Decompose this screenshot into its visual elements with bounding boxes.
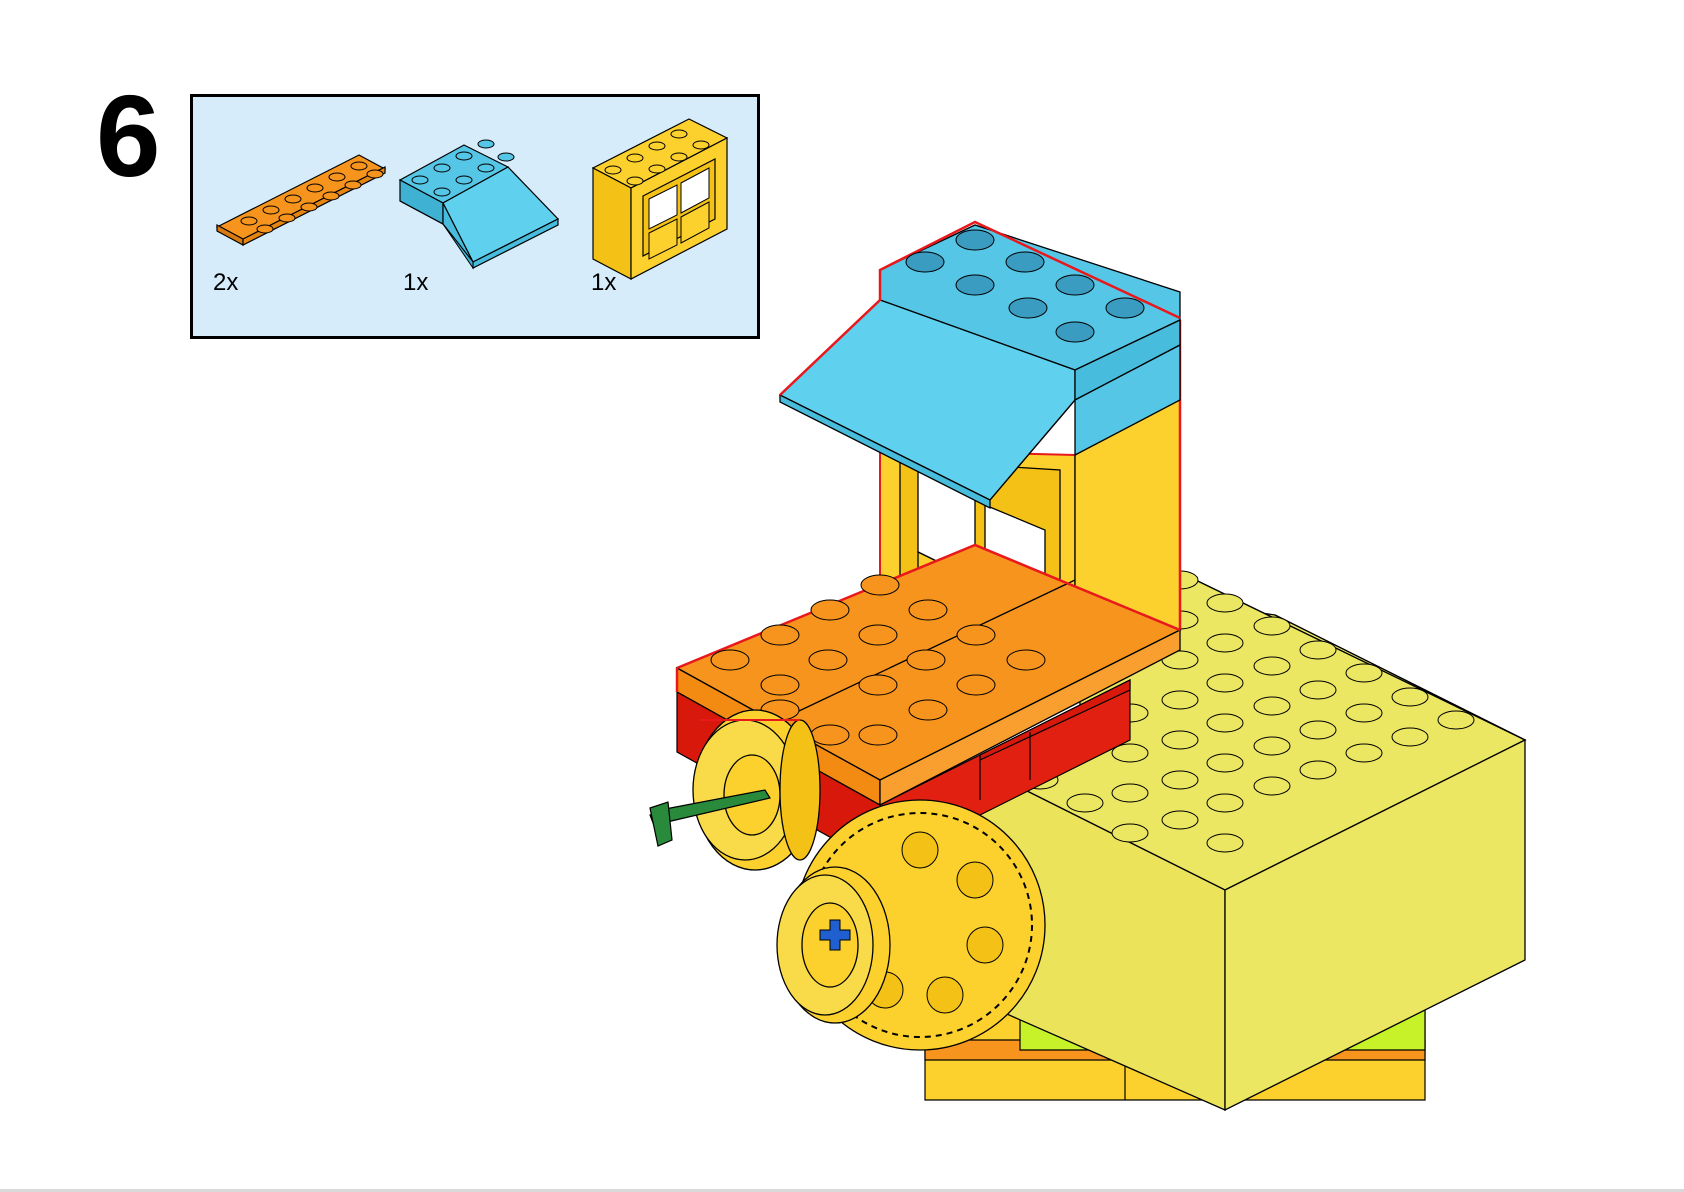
step-number: 6 xyxy=(96,71,161,201)
part-yellow-window-quantity: 1x xyxy=(591,269,617,296)
part-blue-slope xyxy=(398,137,568,277)
blue-slope-brick xyxy=(778,220,1181,510)
part-blue-slope-quantity: 1x xyxy=(403,269,429,296)
parts-callout: 2x 1x xyxy=(190,94,760,339)
part-yellow-window xyxy=(591,118,741,291)
part-orange-plate xyxy=(213,154,387,247)
orange-plate-icon xyxy=(215,154,387,247)
blue-slope-brick-icon xyxy=(398,139,559,270)
page-bottom-rule xyxy=(0,1189,1684,1192)
part-orange-plate-quantity: 2x xyxy=(213,269,239,296)
gear-assembly xyxy=(649,709,1046,1051)
yellow-window-brick-icon xyxy=(591,118,729,280)
